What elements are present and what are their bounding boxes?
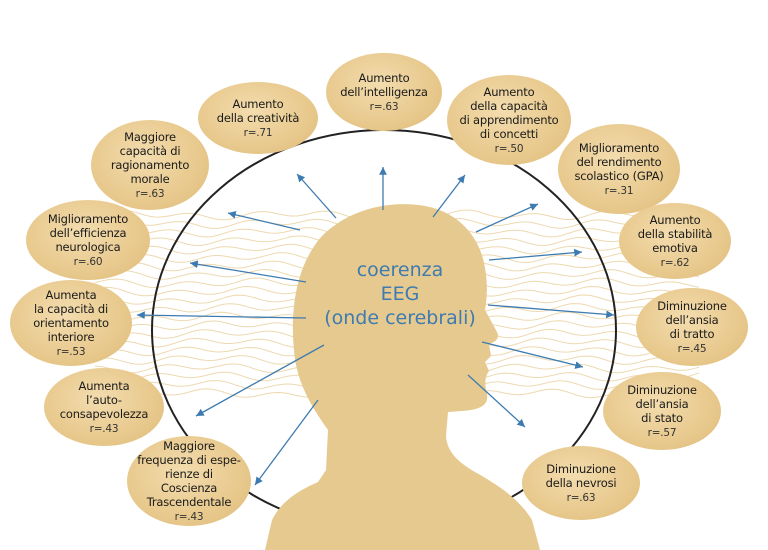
arrows bbox=[136, 167, 615, 486]
arrow bbox=[189, 260, 307, 283]
effect-correlation: r=.71 bbox=[243, 126, 273, 139]
effect-correlation: r=.31 bbox=[604, 184, 634, 197]
arrow bbox=[432, 174, 466, 218]
effect-correlation: r=.50 bbox=[494, 142, 524, 155]
arrow bbox=[475, 203, 539, 233]
arrow bbox=[136, 311, 307, 320]
arrow bbox=[481, 341, 584, 369]
center-label-line2: EEG bbox=[380, 283, 420, 305]
arrow bbox=[487, 304, 615, 319]
effect-correlation: r=.60 bbox=[73, 255, 103, 268]
effect-correlation: r=.53 bbox=[56, 345, 86, 358]
center-label: coerenza EEG (onde cerebrali) bbox=[300, 258, 500, 330]
arrow bbox=[296, 173, 337, 219]
center-label-line1: coerenza bbox=[356, 259, 444, 281]
effect-correlation: r=.43 bbox=[89, 422, 119, 435]
arrow bbox=[254, 399, 319, 486]
arrow bbox=[488, 248, 583, 261]
effect-correlation: r=.63 bbox=[135, 187, 165, 200]
effect-correlation: r=.63 bbox=[369, 100, 399, 113]
effect-correlation: r=.62 bbox=[660, 256, 690, 269]
effect-correlation: r=.45 bbox=[677, 342, 707, 355]
effect-correlation: r=.43 bbox=[174, 510, 204, 523]
head-silhouette bbox=[265, 204, 540, 550]
arrow bbox=[227, 210, 301, 231]
arrow bbox=[467, 374, 526, 428]
arrow bbox=[195, 344, 325, 417]
center-label-line3: (onde cerebrali) bbox=[324, 307, 476, 329]
effect-correlation: r=.57 bbox=[647, 426, 677, 439]
effect-correlation: r=.63 bbox=[566, 491, 596, 504]
